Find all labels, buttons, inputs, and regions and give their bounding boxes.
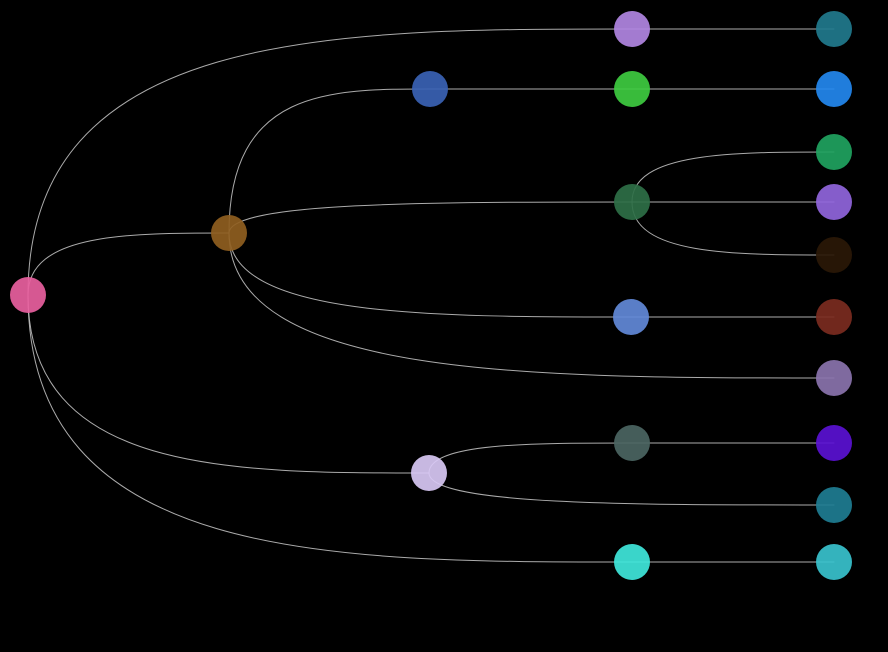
tree-edge-branch-brown-branch-blue (228, 88, 431, 234)
tree-node-leaf-violet[interactable] (816, 425, 852, 461)
tree-node-root-pink[interactable] (10, 277, 46, 313)
tree-node-node-cornflower[interactable] (613, 299, 649, 335)
tree-node-branch-lavender[interactable] (411, 455, 447, 491)
tree-node-leaf-dodger-blue[interactable] (816, 71, 852, 107)
tree-edge-root-pink-node-cyan (27, 294, 633, 563)
tree-node-node-slate[interactable] (614, 425, 650, 461)
tree-node-node-purple[interactable] (614, 11, 650, 47)
tree-edge-branch-brown-leaf-mauve (228, 232, 835, 379)
tree-node-leaf-teal-2[interactable] (816, 487, 852, 523)
tree-node-node-cyan[interactable] (614, 544, 650, 580)
tree-node-node-dark-green[interactable] (614, 184, 650, 220)
tree-node-leaf-sea-green[interactable] (816, 134, 852, 170)
tree-node-branch-brown[interactable] (211, 215, 247, 251)
tree-edge-branch-lavender-node-slate (428, 442, 633, 474)
tree-edge-root-pink-node-purple (27, 28, 633, 296)
tree-node-node-green[interactable] (614, 71, 650, 107)
tree-node-branch-blue[interactable] (412, 71, 448, 107)
tree-edge-branch-brown-node-dark-green (228, 201, 633, 234)
tree-node-leaf-medium-purple[interactable] (816, 184, 852, 220)
tree-edge-node-dark-green-leaf-dark-brown (631, 201, 835, 256)
tree-edge-node-dark-green-leaf-sea-green (631, 151, 835, 203)
tree-node-leaf-dark-brown[interactable] (816, 237, 852, 273)
tree-node-leaf-mauve[interactable] (816, 360, 852, 396)
tree-edge-root-pink-branch-lavender (27, 294, 430, 474)
tree-node-leaf-teal[interactable] (816, 11, 852, 47)
tree-node-leaf-turquoise[interactable] (816, 544, 852, 580)
tree-edge-root-pink-branch-brown (27, 232, 230, 296)
tree-node-leaf-dark-red[interactable] (816, 299, 852, 335)
tree-edge-branch-lavender-leaf-teal-2 (428, 472, 835, 506)
tree-edge-branch-brown-node-cornflower (228, 232, 632, 318)
